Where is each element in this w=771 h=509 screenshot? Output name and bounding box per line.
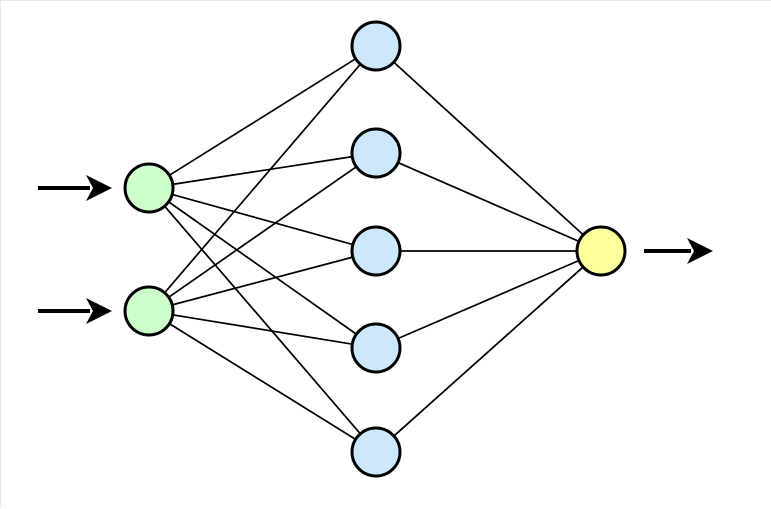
input-arrow-bottom-head [86, 298, 112, 324]
node-hidden-3[interactable] [350, 225, 402, 277]
edge-input-2-to-hidden-4 [171, 313, 354, 346]
node-input-2[interactable] [123, 285, 175, 337]
input-arrow-top-head [86, 175, 112, 201]
edge-input-2-to-hidden-5 [168, 322, 357, 441]
edge-input-1-to-hidden-5 [163, 204, 362, 436]
edge-input-2-to-hidden-1 [163, 62, 362, 295]
output-arrow-icon [644, 238, 713, 264]
edge-input-1-to-hidden-3 [170, 193, 355, 246]
edge-input-2-to-hidden-2 [167, 165, 358, 299]
node-hidden-5[interactable] [350, 426, 402, 478]
edge-hidden-1-to-output-1 [392, 60, 585, 237]
nodes-group [123, 20, 627, 478]
node-hidden-4[interactable] [350, 322, 402, 374]
edge-input-1-to-hidden-2 [171, 155, 354, 186]
edge-hidden-2-to-output-1 [396, 161, 581, 243]
input-arrow-bottom-icon [38, 298, 112, 324]
output-arrow-head [687, 238, 713, 264]
layer-input [123, 162, 175, 337]
edge-input-1-to-hidden-1 [168, 57, 357, 177]
node-output-1[interactable] [575, 225, 627, 277]
edge-input-1-to-hidden-4 [167, 200, 358, 336]
node-input-1[interactable] [123, 162, 175, 214]
layer-output [575, 225, 627, 277]
node-hidden-1[interactable] [350, 20, 402, 72]
edge-hidden-5-to-output-1 [392, 265, 585, 438]
node-hidden-2[interactable] [350, 127, 402, 179]
io-arrows-group [38, 175, 713, 324]
edge-hidden-4-to-output-1 [396, 259, 581, 340]
edge-input-2-to-hidden-3 [171, 256, 354, 306]
input-arrow-top-icon [38, 175, 112, 201]
layer-hidden [350, 20, 402, 478]
edges-group [163, 57, 585, 441]
